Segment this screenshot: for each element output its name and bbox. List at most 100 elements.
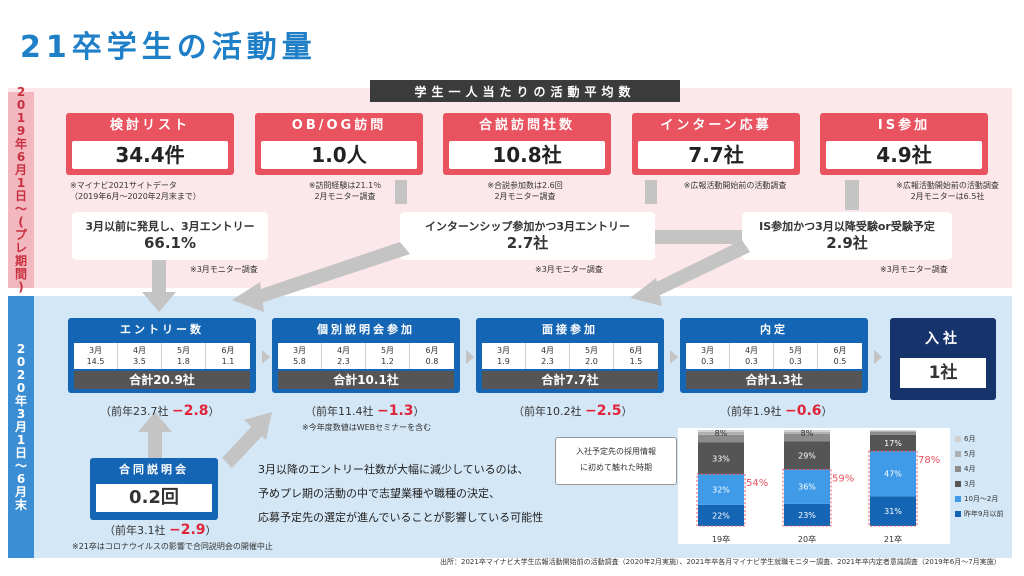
month-name: 6月 [221, 346, 235, 355]
message-line: 応募予定先の選定が進んでいることが影響している可能性 [258, 511, 544, 524]
side-char: 間 [14, 267, 27, 281]
legend-swatch [955, 481, 961, 487]
data-label: 47% [884, 470, 902, 479]
callout-line: 入社予定先の採用情報 [576, 447, 656, 456]
note-line: ※訪問経験は21.1％ [308, 181, 382, 190]
month-name: 6月 [629, 346, 643, 355]
mid-label: インターンシップ参加かつ3月エントリー [424, 220, 631, 233]
prev-close: ） [413, 405, 425, 418]
stage-label: 入社 [925, 331, 961, 347]
prev-diff: −2.5 [585, 403, 622, 419]
mid-note: ※3月モニター調査 [535, 265, 603, 274]
stage-total: 合計20.9社 [74, 371, 250, 389]
kpi-is-participation: IS参加 4.9社 [820, 113, 988, 175]
mid-value: 2.7社 [506, 234, 549, 252]
bar-segment [870, 431, 916, 435]
side-char: 3 [16, 406, 26, 421]
month-name: 4月 [540, 346, 555, 355]
side-char: 6 [16, 150, 26, 164]
connector-bar [845, 180, 859, 210]
side-char: 〜 [14, 458, 27, 473]
kpi-value: 1.0人 [261, 141, 417, 169]
note-line: ※マイナビ2021サイトデータ [70, 181, 177, 190]
arrow-diagonal-intern [232, 242, 410, 312]
connector-bar [625, 230, 745, 244]
legend-entry: 5月 [955, 449, 1003, 459]
stage-total: 合計1.3社 [686, 371, 862, 389]
bar-segment [698, 434, 744, 443]
stacked-bar-chart: 22%32%33%8%54%23%36%29%8%59%31%47%17%78% [696, 429, 940, 527]
prev-close: ） [208, 405, 220, 418]
kpi-ob-og-visit: OB/OG訪問 1.0人 [255, 113, 423, 175]
month-value: 1.1 [221, 357, 235, 366]
month-value: 1.2 [381, 357, 394, 366]
legend-label: 10月〜2月 [964, 495, 999, 503]
data-label: 23% [798, 511, 816, 520]
month-name: 4月 [744, 346, 759, 355]
bar-segment [698, 431, 744, 435]
side-char: プ [14, 228, 27, 242]
bar-segment [784, 503, 830, 526]
month-name: 6月 [425, 346, 439, 355]
prev-year-entry: （前年23.7社 −2.8） [100, 403, 220, 419]
prev-text: （前年10.2社 [513, 405, 582, 418]
prev-text: （前年1.9社 [720, 405, 782, 418]
joint-fair-box: 合同説明会 0.2回 [90, 458, 218, 520]
side-char: 1 [16, 111, 26, 125]
month-value: 0.8 [425, 357, 439, 366]
bar-segment [870, 434, 916, 452]
data-label: 33% [712, 454, 730, 463]
prev-year-seminar: （前年11.4社 −1.3） [305, 403, 425, 419]
prev-close: ） [821, 405, 833, 418]
stage-label: 個別説明会参加 [317, 323, 415, 336]
kpi-label: 合説訪問社数 [478, 118, 575, 133]
mid-note: ※3月モニター調査 [880, 265, 948, 274]
data-label: 36% [798, 483, 816, 492]
side-char: 0 [16, 98, 26, 112]
kpi-note: ※合説参加数は2.6回 2月モニター調査 [470, 180, 580, 202]
legend-entry: 6月 [955, 434, 1003, 444]
average-header: 学生一人当たりの活動平均数 [370, 80, 680, 102]
kpi-review-list: 検討リスト 34.4件 [66, 113, 234, 175]
side-char: 2 [16, 367, 26, 382]
month-value: 0.3 [701, 357, 714, 366]
note-line: ※広報活動開始前の活動調査 [683, 181, 787, 190]
month-value: 3.5 [133, 357, 146, 366]
mid-box-intern-entry: インターンシップ参加かつ3月エントリー 2.7社 [400, 212, 655, 260]
mid-label: IS参加かつ3月以降受験or受験予定 [759, 220, 935, 233]
kpi-label: OB/OG訪問 [291, 118, 387, 133]
stage-label: 面接参加 [542, 323, 598, 336]
callout-line: に初めて触れた時期 [580, 463, 652, 472]
side-char: ) [18, 280, 24, 294]
data-label: 29% [798, 451, 816, 460]
side-char: 1 [16, 176, 26, 190]
month-value: 2.3 [337, 357, 350, 366]
joint-fair-note: ※21卒はコロナウイルスの影響で合同説明会の開催中止 [72, 542, 273, 551]
kpi-value: 4.9社 [826, 141, 982, 169]
bracket-outline [868, 450, 918, 527]
mid-value: 66.1% [143, 234, 197, 252]
legend-swatch [955, 436, 961, 442]
data-label: 8% [715, 429, 728, 438]
month-value: 5.8 [293, 357, 306, 366]
kpi-value: 34.4件 [72, 141, 228, 169]
legend-swatch [955, 466, 961, 472]
kpi-intern-application: インターン応募 7.7社 [632, 113, 800, 175]
prev-year-joint-fair: （前年3.1社 −2.9） [104, 522, 217, 538]
stage-total: 合計10.1社 [278, 371, 454, 389]
bar-segment [784, 430, 830, 432]
